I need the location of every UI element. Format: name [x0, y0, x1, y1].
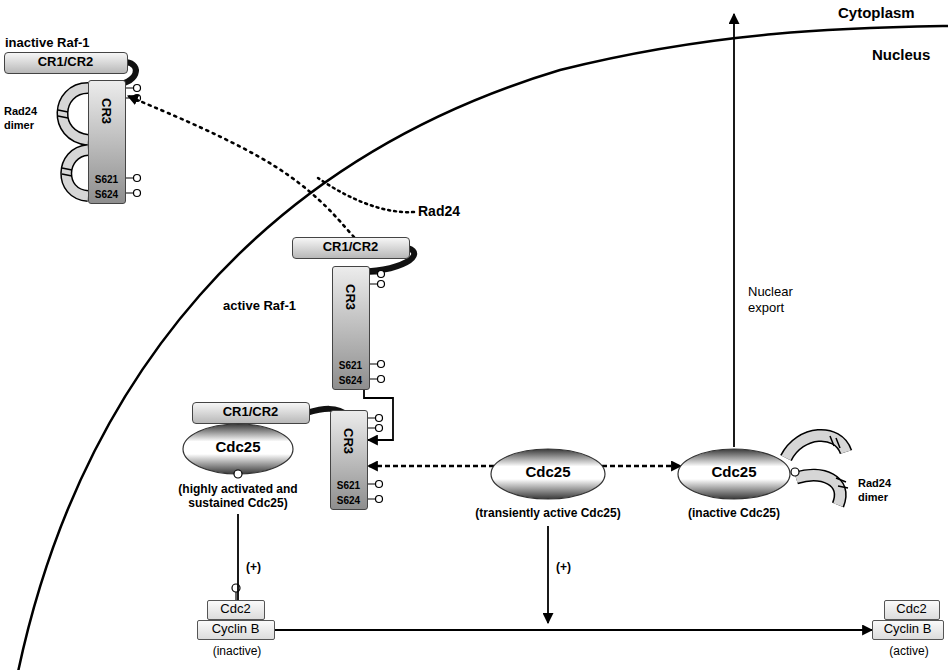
phosphate [378, 271, 385, 278]
phosphate [134, 85, 141, 92]
phosphate [378, 361, 385, 368]
protein-box: Cdc2 [207, 600, 265, 620]
hatch-marks [830, 436, 848, 488]
phosphate [134, 190, 141, 197]
protein-ellipse: Cdc25(transiently active Cdc25) [490, 448, 606, 500]
phosphate [134, 175, 141, 182]
phosphate [376, 481, 383, 488]
effect-sign: (+) [246, 560, 261, 575]
rad24-dimer-shape [786, 435, 848, 505]
binding-arrow [364, 390, 393, 440]
protein-box: Cdc2 [884, 600, 940, 620]
binding-arrow [368, 465, 494, 467]
protein-box: Cyclin B(active) [872, 620, 944, 640]
phospho-sites [126, 85, 385, 601]
rad24-monomer [796, 475, 840, 505]
phosphate [376, 425, 383, 432]
domain-name: CR3 [340, 427, 356, 453]
phosphate [376, 415, 383, 422]
state-note: (inactive Cdc25) [688, 505, 780, 521]
state-note: (highly activated and sustained Cdc25) [172, 482, 304, 510]
protein-name: Cdc25 [525, 464, 570, 480]
rad24-dimer-shape [58, 88, 88, 196]
effect-sign: (+) [556, 560, 571, 575]
ellipse-shape [491, 449, 605, 499]
domain-name: CR1/CR2 [323, 239, 379, 255]
protein-name: Cdc25 [711, 464, 756, 480]
domain-box: CR3S621S624 [330, 410, 368, 510]
rad24-monomer [66, 150, 88, 196]
protein-ellipse: Cdc25(highly activated and sustained Cdc… [182, 423, 294, 475]
protein-label: Rad24 dimer [4, 104, 56, 132]
export-arrow [733, 14, 735, 447]
domain-box: CR3S621S624 [88, 80, 126, 204]
domain-name: CR1/CR2 [38, 54, 94, 70]
residue-label: S621 [337, 478, 360, 494]
process-label: Nuclear export [748, 284, 828, 316]
rad24-monomer [62, 88, 88, 140]
phosphate [378, 281, 385, 288]
rad24-monomer [66, 150, 88, 196]
phosphate [378, 376, 385, 383]
residue-label: S624 [337, 493, 360, 509]
phosphate [791, 468, 799, 476]
protein-name: Cdc2 [896, 601, 926, 617]
residue-label: S624 [95, 187, 118, 203]
rad24-monomer [796, 475, 840, 505]
domain-name: CR3 [98, 97, 114, 123]
compartment-label: Cytoplasm [838, 4, 915, 22]
phosphate [376, 496, 383, 503]
domain-name: CR1/CR2 [223, 404, 279, 420]
nuclear-envelope [18, 26, 948, 670]
domain-name: CR3 [342, 283, 358, 309]
state-heading: inactive Raf-1 [5, 35, 90, 51]
protein-name: Cyclin B [212, 621, 260, 637]
hatch-marks [58, 110, 72, 176]
domain-box: inactive Raf-1CR1/CR2 [4, 52, 128, 74]
domain-box: CR3S621S624 [332, 266, 370, 390]
rad24-monomer [62, 88, 88, 140]
compartment-label: Nucleus [872, 46, 930, 64]
residue-label: S624 [339, 373, 362, 389]
state-note: (active) [889, 643, 928, 659]
ellipse-shape [678, 449, 790, 499]
protein-box: Cyclin B(inactive) [197, 620, 275, 640]
protein-label: Rad24 [418, 203, 460, 220]
protein-name: Cdc25 [215, 439, 260, 455]
residue-label: S621 [339, 358, 362, 374]
rad24-dotted-line [318, 178, 414, 212]
state-note: (transiently active Cdc25) [475, 505, 620, 521]
activation-arrow [275, 629, 872, 631]
state-note: (inactive) [213, 643, 262, 659]
protein-name: Cdc2 [220, 601, 250, 617]
residue-label: S621 [95, 172, 118, 188]
phospho-stalk [126, 88, 378, 600]
ellipse-shape [183, 424, 293, 474]
binding-arrow [602, 465, 681, 467]
protein-name: Cyclin B [884, 621, 932, 637]
protein-label: Rad24 dimer [858, 476, 918, 504]
state-heading: active Raf-1 [223, 298, 296, 314]
domain-box: CR1/CR2 [192, 402, 310, 424]
protein-ellipse: Cdc25(inactive Cdc25) [677, 448, 791, 500]
inhibition-connector [128, 96, 354, 237]
domain-box: CR1/CR2active Raf-1 [292, 237, 410, 259]
activation-arrow [547, 526, 549, 623]
